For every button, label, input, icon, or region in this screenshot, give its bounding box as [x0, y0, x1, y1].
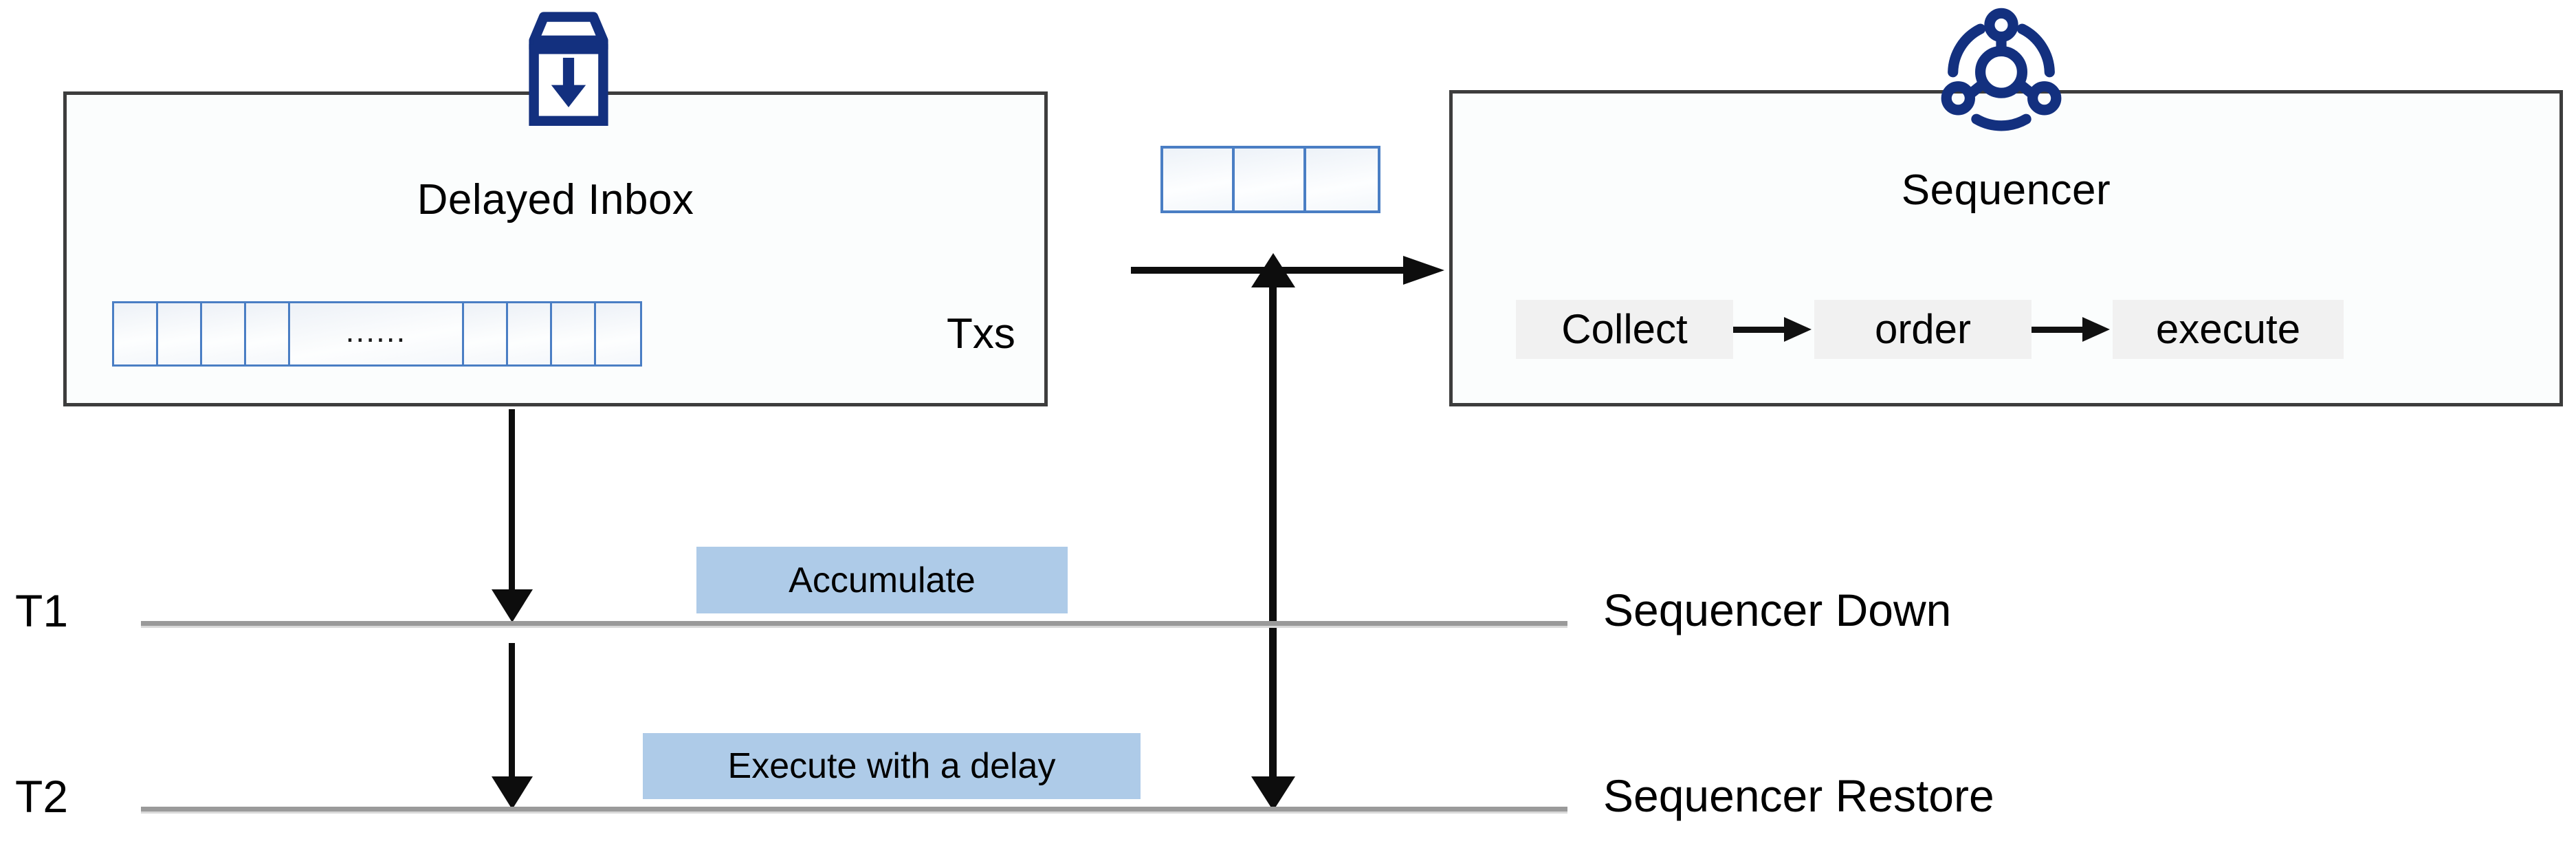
delayed-inbox-panel: Delayed Inbox ...... Txs: [63, 12, 1048, 406]
sequencer-pipeline: Collect order execute: [1516, 300, 2344, 359]
arrow-down-icon: [492, 409, 533, 622]
phase-tag-execute-with-delay: Execute with a delay: [643, 733, 1141, 799]
batch-cell: [1163, 149, 1235, 210]
tx-cell: [464, 303, 508, 364]
sequencer-title: Sequencer: [1901, 166, 2111, 214]
double-headed-vertical-arrow-icon: [1251, 253, 1295, 811]
batch-cell-block: [1160, 146, 1380, 213]
inbox-download-icon: [507, 8, 630, 132]
timeline-tick-t2: T2: [15, 771, 69, 822]
timeline-tick-t1: T1: [15, 585, 69, 636]
arrow-right-icon: [1733, 317, 1814, 342]
tx-cell: [246, 303, 290, 364]
network-nodes-icon: [1934, 4, 2069, 135]
batch-cell: [1306, 149, 1378, 210]
state-label-sequencer-down: Sequencer Down: [1603, 585, 1952, 635]
state-label-sequencer-restore: Sequencer Restore: [1603, 770, 1994, 821]
timeline-line-t1: [141, 621, 1567, 626]
batch-cell: [1235, 149, 1306, 210]
arrow-right-icon: [2032, 317, 2113, 342]
tx-cell: [114, 303, 158, 364]
phase-tag-accumulate: Accumulate: [696, 547, 1068, 613]
tx-cell: [508, 303, 552, 364]
pipeline-step-execute: execute: [2113, 300, 2344, 359]
pipeline-step-order: order: [1814, 300, 2032, 359]
timeline-line-t2: [141, 807, 1567, 811]
tx-cell: [158, 303, 202, 364]
delayed-inbox-title: Delayed Inbox: [417, 176, 694, 224]
pipeline-step-collect: Collect: [1516, 300, 1733, 359]
tx-cell: [202, 303, 246, 364]
tx-cell: [596, 303, 640, 364]
tx-cell: [552, 303, 596, 364]
tx-cell-ellipsis: ......: [290, 303, 464, 364]
txs-cell-strip: ......: [112, 301, 642, 367]
arrow-down-icon: [492, 643, 533, 809]
sequencer-panel: Sequencer Collect order execute: [1449, 8, 2563, 406]
txs-label: Txs: [947, 310, 1015, 358]
